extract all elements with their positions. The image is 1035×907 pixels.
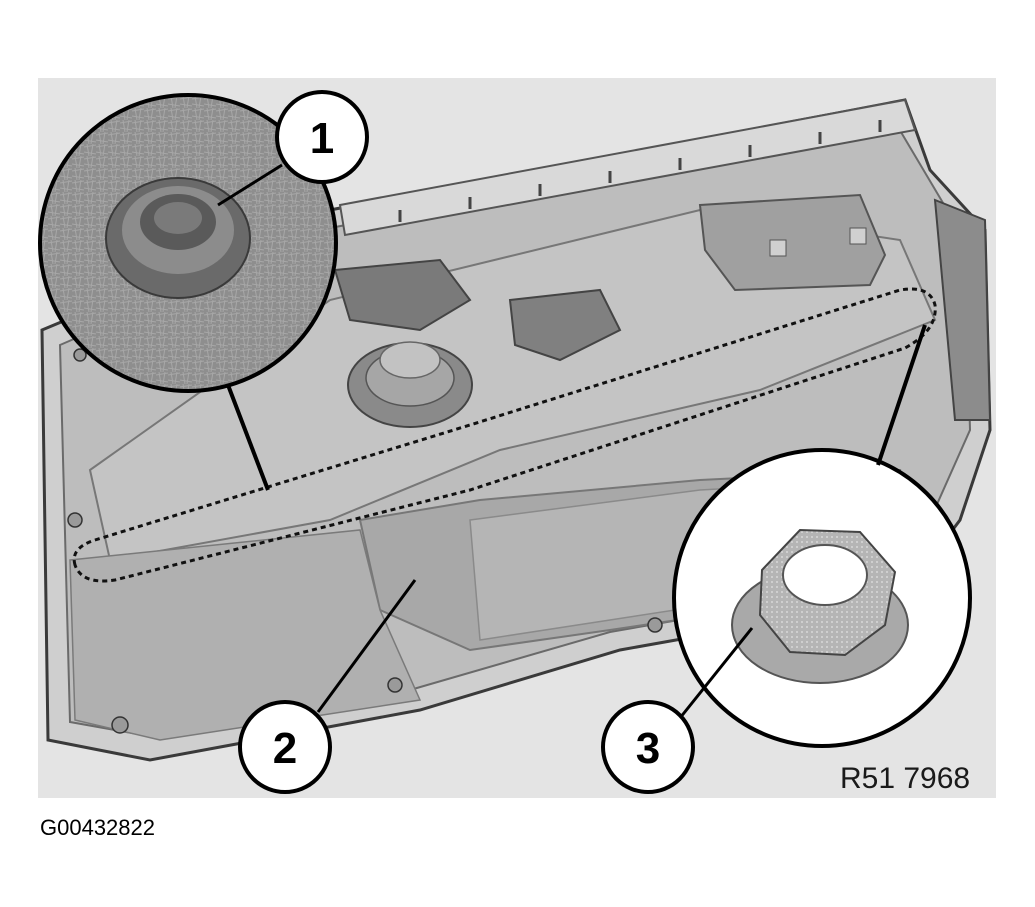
callout-badge-2 — [238, 700, 332, 794]
highlighted-fastener-area — [72, 287, 937, 583]
leader-line-1-to-panel — [226, 384, 270, 491]
leader-line-3-to-panel — [876, 324, 927, 466]
callout-number-1: 1 — [310, 114, 334, 163]
callout-badge-1 — [275, 90, 369, 184]
document-id-label: G00432822 — [40, 815, 155, 840]
leader-line-1 — [217, 163, 283, 207]
leader-line-3 — [678, 627, 754, 719]
leader-line-2 — [316, 579, 417, 713]
callout-badge-3 — [601, 700, 695, 794]
detail-circle-3 — [672, 448, 972, 748]
callout-number-2: 2 — [273, 724, 297, 773]
figure-code-label: R51 7968 — [840, 762, 971, 795]
callout-number-3: 3 — [636, 724, 660, 773]
